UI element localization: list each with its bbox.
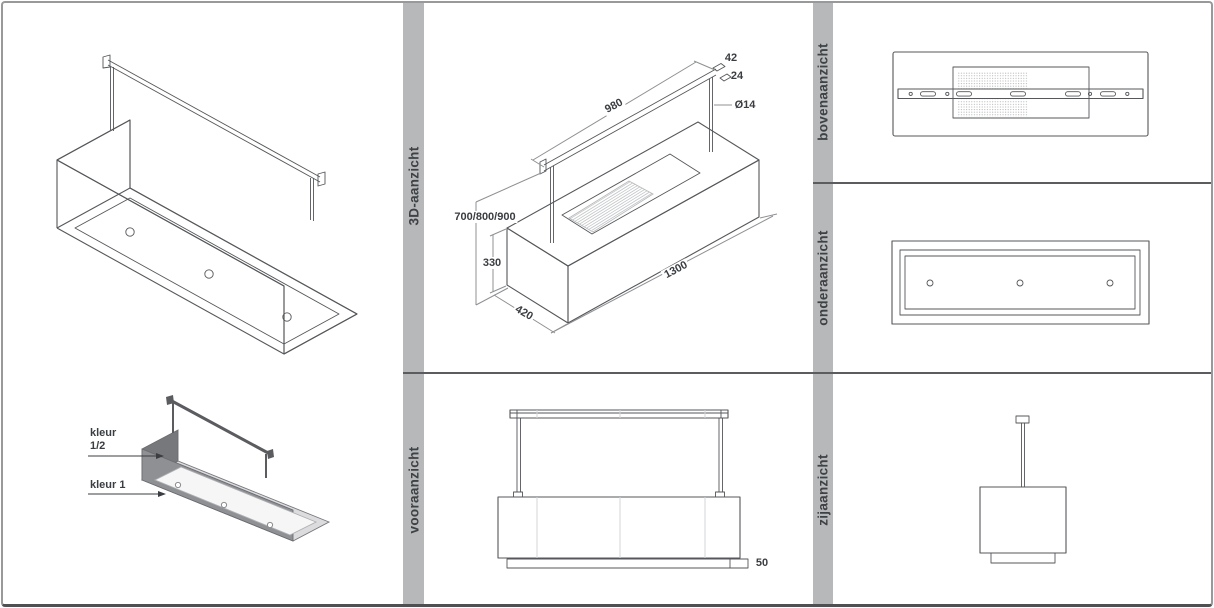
front-rail — [509, 409, 729, 498]
filter-mesh-lower — [957, 99, 1028, 117]
front-body — [497, 496, 749, 569]
legend-kleur-body: kleur 1/2 — [90, 427, 116, 453]
legend-kleur-body-line1: kleur — [90, 427, 117, 439]
hood-body-3d — [506, 63, 760, 324]
wireframe-rail — [102, 54, 326, 221]
view-label-bottom: onderaanzicht — [815, 230, 831, 326]
mounting-bar — [897, 88, 1144, 100]
view-label-side: zijaanzicht — [815, 454, 831, 526]
dimension-lines-3d — [475, 60, 778, 334]
filter-hatch — [568, 180, 654, 233]
iso-views-drawing — [56, 54, 358, 542]
kleur-leader-lines — [88, 453, 166, 497]
view-label-top: bovenaanzicht — [815, 43, 831, 141]
label-strip-left — [403, 2, 424, 606]
side-view-drawing — [979, 415, 1067, 564]
front-view-drawing — [497, 409, 749, 569]
dim-body-height: 330 — [480, 257, 504, 269]
dim-bottom-panel-offset: 50 — [755, 557, 769, 569]
dim-rail-height: 24 — [730, 70, 744, 82]
divider-horizontal-upper — [813, 182, 1212, 184]
legend-kleur-body-line2: 1/2 — [90, 440, 106, 452]
filter-mesh-upper — [957, 72, 1028, 89]
colored-rail — [166, 395, 274, 478]
divider-horizontal-lower — [403, 372, 1212, 374]
view-label-3d: 3D-aanzicht — [406, 146, 422, 226]
legend-kleur-panel: kleur 1 — [90, 479, 126, 491]
colored-iso-view — [88, 395, 331, 542]
dim-mount-height-options: 700/800/900 — [452, 211, 518, 223]
bottom-view-drawing — [891, 240, 1150, 325]
wireframe-iso-view — [56, 54, 358, 355]
dim-rail-plate-width: 42 — [724, 52, 738, 64]
rail-3d — [539, 63, 732, 243]
view-label-front: vooraanzicht — [406, 446, 422, 534]
dim-rod-diameter: Ø14 — [734, 99, 756, 111]
dimensioned-3d-view — [475, 60, 778, 334]
label-strip-right — [813, 2, 833, 606]
top-view-drawing — [892, 51, 1149, 137]
